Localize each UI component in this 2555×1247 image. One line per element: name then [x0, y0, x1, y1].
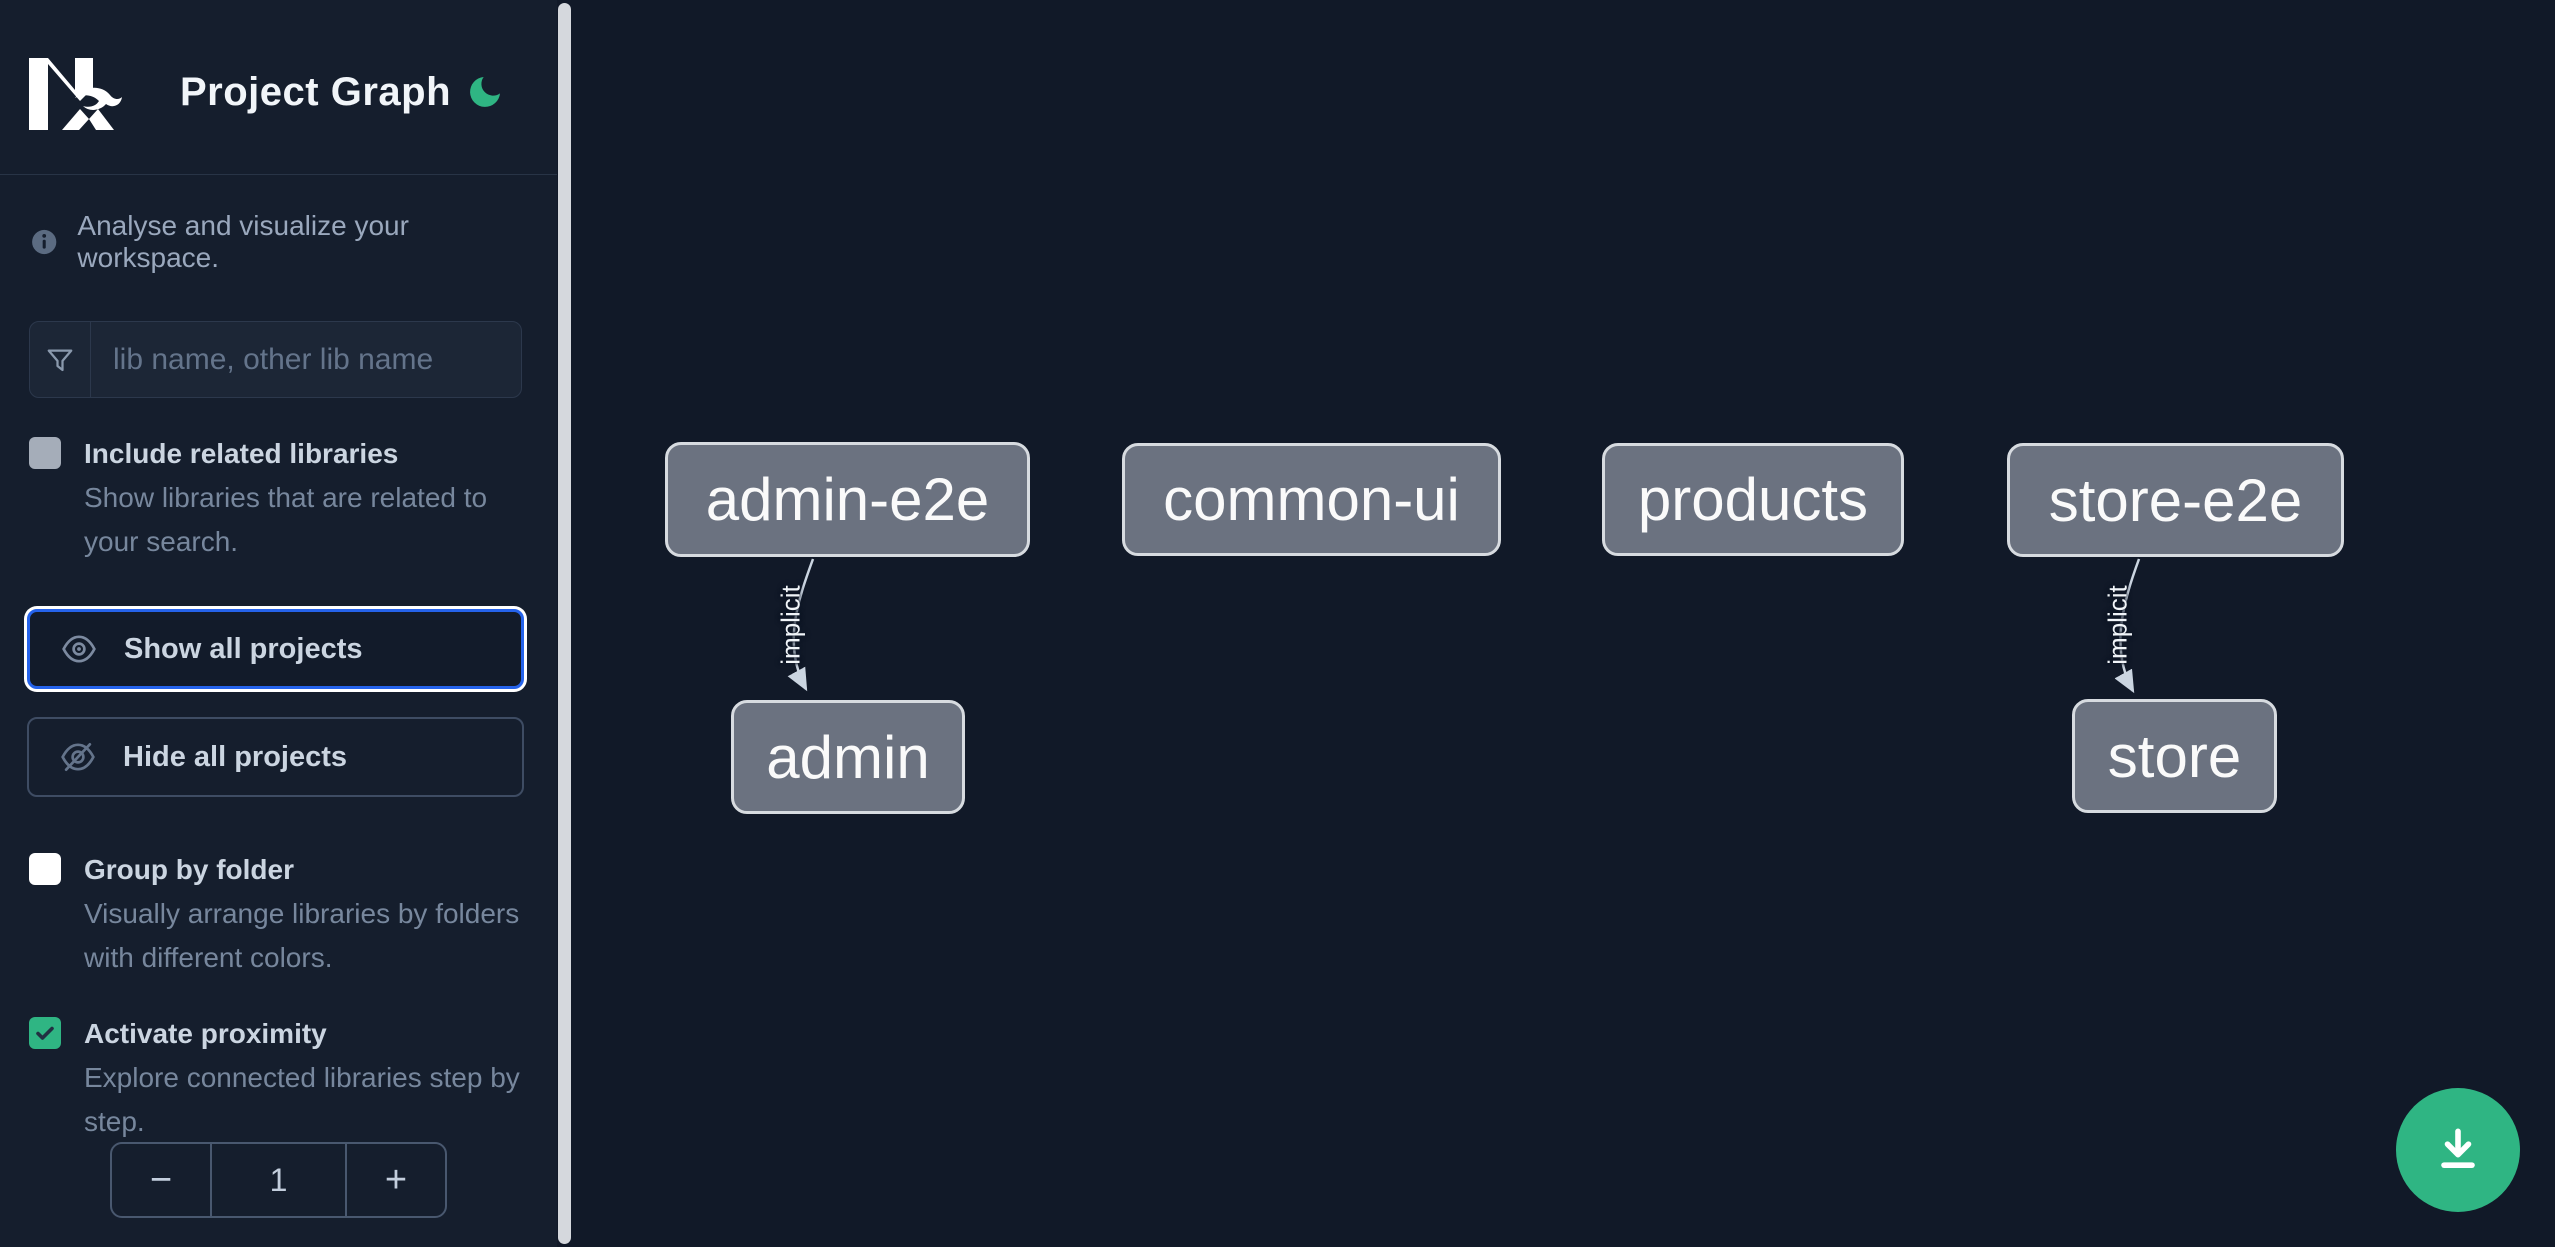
group-by-folder-description: Visually arrange libraries by folders wi…	[84, 898, 520, 973]
sidebar-scrollbar	[556, 0, 572, 1247]
intro-text: Analyse and visualize your workspace.	[77, 210, 409, 273]
nx-logo	[29, 58, 122, 130]
graph-canvas[interactable]	[572, 0, 2555, 1247]
proximity-stepper: − 1 +	[110, 1142, 447, 1218]
proximity-increment-button[interactable]: +	[347, 1144, 445, 1216]
include-related-label: Include related libraries	[84, 438, 399, 469]
sidebar: Project Graph Analyse and visualize your…	[0, 0, 557, 1247]
option-include-related: Include related libraries Show libraries…	[29, 437, 534, 564]
search-input[interactable]	[91, 322, 521, 397]
search-box	[29, 321, 522, 398]
eye-off-icon	[61, 742, 95, 772]
hide-all-projects-button[interactable]: Hide all projects	[27, 717, 524, 797]
eye-icon	[62, 635, 96, 663]
theme-toggle-button[interactable]	[464, 72, 506, 114]
activate-proximity-label: Activate proximity	[84, 1018, 327, 1049]
show-all-projects-button[interactable]: Show all projects	[27, 609, 524, 689]
hide-all-projects-label: Hide all projects	[123, 740, 348, 773]
include-related-checkbox[interactable]	[29, 437, 61, 469]
edge-label-implicit-store: implicit	[2102, 585, 2133, 665]
option-activate-proximity: Activate proximity Explore connected lib…	[29, 1017, 534, 1144]
edge-label-implicit-admin: implicit	[775, 585, 806, 665]
option-group-by-folder: Group by folder Visually arrange librari…	[29, 853, 534, 980]
page-title: Project Graph	[180, 70, 452, 114]
checkmark-icon	[36, 1026, 54, 1040]
intro-row: Analyse and visualize your workspace.	[31, 210, 531, 274]
activate-proximity-description: Explore connected libraries step by step…	[84, 1062, 520, 1137]
download-graph-button[interactable]	[2396, 1088, 2520, 1212]
funnel-icon	[47, 349, 73, 371]
proximity-value: 1	[210, 1144, 347, 1216]
graph-node-store[interactable]: store	[2072, 699, 2277, 813]
graph-node-admin[interactable]: admin	[731, 700, 965, 814]
graph-node-admin-e2e[interactable]: admin-e2e	[665, 442, 1030, 557]
download-icon	[2441, 1128, 2475, 1168]
show-all-projects-label: Show all projects	[124, 632, 363, 665]
graph-node-store-e2e[interactable]: store-e2e	[2007, 443, 2344, 557]
sidebar-scrollbar-thumb[interactable]	[558, 3, 571, 1244]
graph-node-products[interactable]: products	[1602, 443, 1904, 556]
funnel-icon-cell	[30, 322, 91, 397]
group-by-folder-label: Group by folder	[84, 854, 294, 885]
activate-proximity-checkbox[interactable]	[29, 1017, 61, 1049]
include-related-description: Show libraries that are related to your …	[84, 482, 488, 557]
sidebar-header: Project Graph	[0, 0, 557, 175]
graph-node-common-ui[interactable]: common-ui	[1122, 443, 1501, 556]
group-by-folder-checkbox[interactable]	[29, 853, 61, 885]
moon-icon	[470, 77, 500, 107]
info-circle-icon	[32, 229, 57, 255]
proximity-decrement-button[interactable]: −	[112, 1144, 210, 1216]
